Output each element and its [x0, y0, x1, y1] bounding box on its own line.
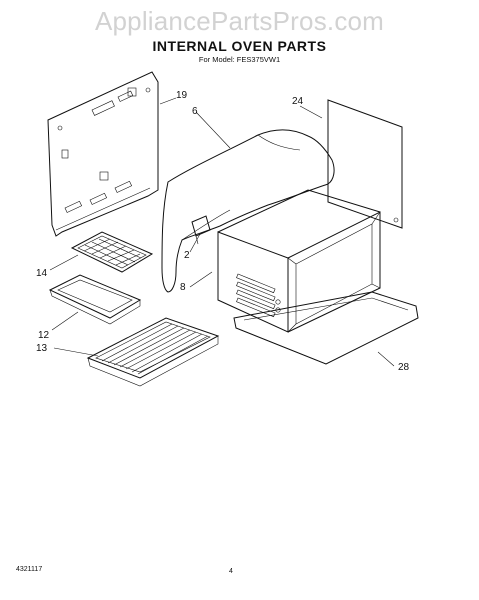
watermark-text: AppliancePartsPros.com [94, 6, 385, 36]
insulation-blanket-part [161, 129, 335, 293]
oven-cavity-part [217, 189, 381, 333]
bracket-part [191, 215, 211, 245]
callout-19: 19 [176, 90, 188, 101]
callout-8: 8 [180, 282, 186, 293]
page-number: 4 [229, 568, 233, 575]
model-subtitle: For Model: FES375VW1 [198, 55, 281, 64]
page-title: INTERNAL OVEN PARTS [152, 38, 327, 54]
callout-14: 14 [36, 268, 48, 279]
bottom-tray-part [233, 291, 419, 365]
callout-6: 6 [192, 106, 198, 117]
callout-13: 13 [36, 343, 48, 354]
broiler-grid-part [70, 231, 154, 273]
callout-24: 24 [292, 96, 304, 107]
callout-28: 28 [398, 362, 410, 373]
oven-rack-part [86, 317, 220, 387]
broiler-pan-part [48, 274, 142, 325]
callout-2: 2 [184, 250, 190, 261]
side-panel-part [327, 99, 403, 229]
document-number: 4321117 [16, 566, 43, 573]
leader-lines [49, 97, 395, 367]
callout-12: 12 [38, 330, 50, 341]
rear-panel-part [47, 71, 159, 237]
